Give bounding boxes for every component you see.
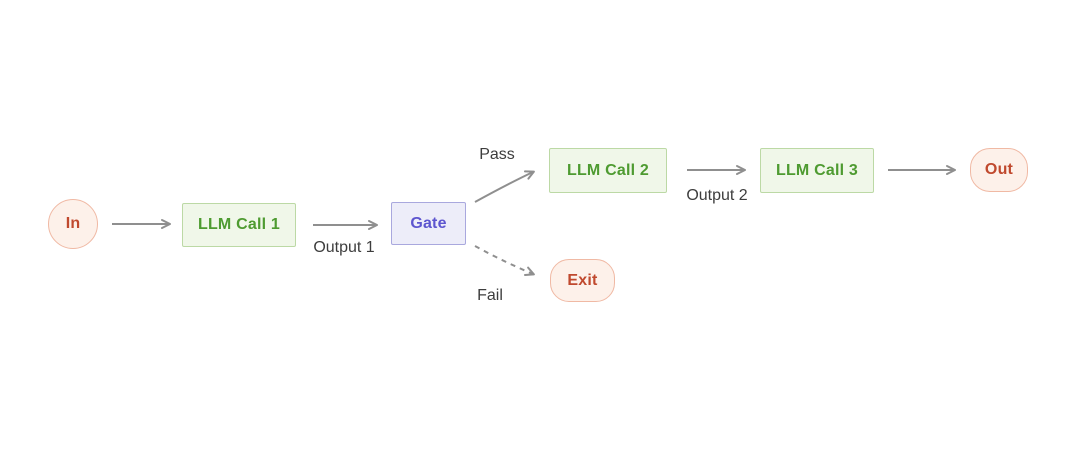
- node-llm-call-3-label: LLM Call 3: [775, 161, 858, 179]
- edge-label-output-2: Output 2: [686, 187, 748, 204]
- edge-label-pass: Pass: [479, 146, 515, 163]
- node-in: In: [48, 199, 98, 249]
- node-llm-call-2: LLM Call 2: [549, 148, 667, 193]
- edge-gate-pass-to-llm-call-2: [474, 170, 535, 203]
- node-gate: Gate: [391, 202, 466, 245]
- edge-label-output-1: Output 1: [313, 239, 375, 256]
- node-exit-label: Exit: [567, 271, 598, 289]
- edge-gate-fail-to-exit: [474, 245, 535, 276]
- node-gate-label: Gate: [410, 214, 447, 232]
- edge-label-fail: Fail: [477, 287, 503, 304]
- node-out-label: Out: [984, 161, 1014, 178]
- node-llm-call-3: LLM Call 3: [760, 148, 874, 193]
- node-exit: Exit: [550, 259, 615, 302]
- node-llm-call-2-label: LLM Call 2: [566, 161, 649, 179]
- node-in-label: In: [65, 215, 81, 232]
- node-out: Out: [970, 148, 1028, 192]
- node-llm-call-1: LLM Call 1: [182, 203, 296, 247]
- node-llm-call-1-label: LLM Call 1: [197, 216, 280, 233]
